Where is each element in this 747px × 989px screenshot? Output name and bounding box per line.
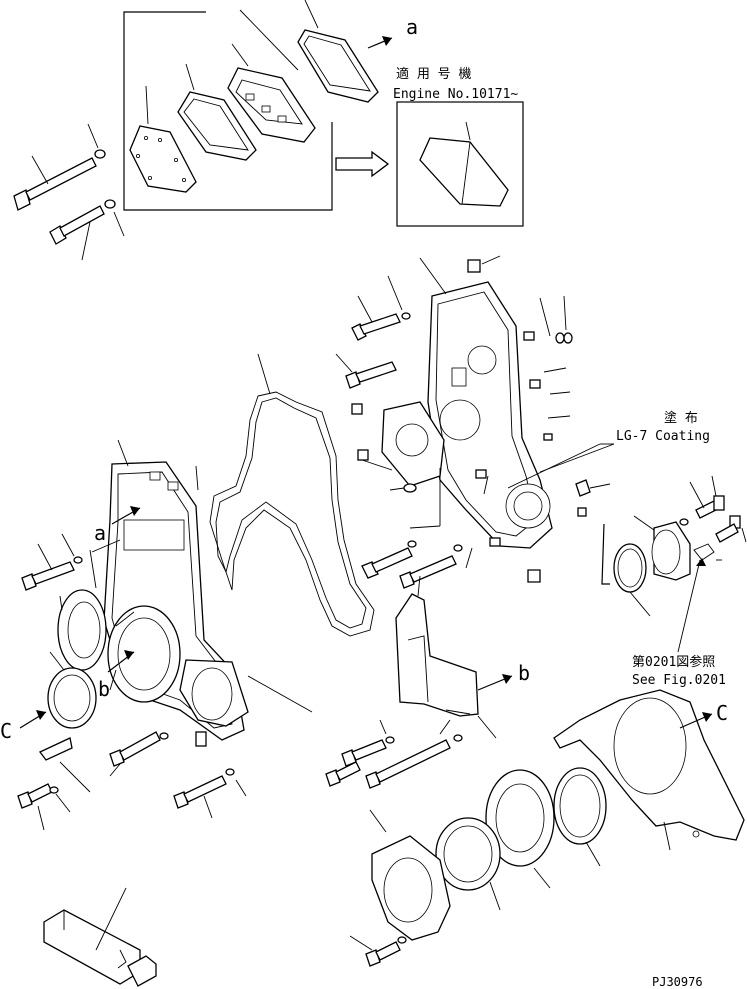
flywheel-housing: C bbox=[553, 689, 745, 851]
front-cover-dowel bbox=[195, 731, 207, 747]
ref-arrow-a-left: a bbox=[94, 506, 141, 545]
ref-arrow-b-left: b bbox=[98, 650, 135, 701]
seal-clip bbox=[677, 543, 722, 653]
applicable-engine-en: Engine No.10171~ bbox=[393, 87, 518, 102]
see-fig-en: See Fig.0201 bbox=[632, 673, 726, 688]
housing-nuts-right bbox=[475, 295, 573, 583]
housing-bolt-2 bbox=[335, 353, 397, 389]
see-fig-jp: 第0201図参照 bbox=[632, 654, 715, 670]
o-ring bbox=[613, 543, 651, 617]
support-bracket: b bbox=[395, 575, 530, 739]
ref-arrow-b-mid: b bbox=[477, 661, 530, 691]
housing-bolt-4 bbox=[399, 544, 473, 589]
seal-retainer bbox=[435, 817, 501, 911]
variant-cover bbox=[419, 121, 509, 207]
seal-bolt-1 bbox=[679, 475, 725, 526]
cover-bracket-left bbox=[38, 737, 91, 793]
bolt-ring-flange bbox=[485, 769, 555, 889]
front-cover-bolt-1 bbox=[21, 533, 83, 591]
front-cover-bolt-2 bbox=[17, 783, 71, 831]
bracket-bolt-1 bbox=[341, 719, 395, 767]
front-cover-bore bbox=[107, 605, 181, 703]
access-cover bbox=[227, 9, 316, 143]
flywheel-cover-bolt bbox=[349, 935, 407, 967]
front-cover-bolt-4 bbox=[173, 768, 247, 819]
seal-bolt-2 bbox=[715, 515, 747, 543]
cover-washer-lower bbox=[104, 199, 125, 237]
ref-letter-a-left: a bbox=[94, 521, 106, 545]
plug-top bbox=[467, 255, 501, 273]
seal-ring-large bbox=[553, 767, 607, 867]
coating-jp: 塗 布 bbox=[664, 410, 698, 426]
flywheel-cover-plate bbox=[369, 809, 451, 941]
cover-bolt-lower bbox=[49, 205, 105, 261]
coating-en: LG-7 Coating bbox=[616, 429, 710, 444]
housing-bolt-right bbox=[575, 479, 611, 517]
ref-letter-c-right: C bbox=[716, 701, 728, 725]
front-cover-flange bbox=[57, 589, 107, 671]
alignment-tool bbox=[43, 887, 157, 987]
front-cover-bolt-3 bbox=[109, 731, 169, 777]
cover-bolt-upper bbox=[13, 155, 97, 211]
cover-washer-upper bbox=[87, 123, 106, 159]
coating-callout: 塗 布 LG-7 Coating bbox=[507, 410, 710, 489]
gear-case-gasket bbox=[209, 353, 375, 637]
bracket-bolt-3 bbox=[365, 719, 463, 789]
housing-bolt-1 bbox=[351, 275, 411, 341]
ref-arrow-a-top: a bbox=[367, 15, 418, 49]
ref-letter-b-mid: b bbox=[518, 661, 530, 685]
cover-plate bbox=[129, 85, 197, 193]
applicable-engine-jp: 適 用 号 機 bbox=[396, 66, 471, 82]
housing-bolt-3 bbox=[361, 468, 441, 579]
ref-letter-a-top: a bbox=[406, 15, 418, 39]
ref-arrow-c-right: C bbox=[679, 701, 728, 729]
seal-housing bbox=[633, 515, 691, 581]
ref-letter-b-left: b bbox=[98, 677, 110, 701]
front-cover-lobe bbox=[179, 659, 249, 727]
housing-plug-small bbox=[351, 403, 417, 493]
cover-gasket-inner bbox=[177, 63, 257, 161]
ref-arrow-c-left: C bbox=[0, 710, 47, 743]
cover-gasket-outer bbox=[297, 0, 379, 103]
see-fig-callout: 第0201図参照 See Fig.0201 bbox=[632, 654, 726, 688]
engine-variant-box: 適 用 号 機 Engine No.10171~ bbox=[393, 66, 524, 227]
front-oil-seal bbox=[47, 651, 97, 729]
cover-kit-group: a bbox=[13, 0, 418, 261]
bracket-bolt-2 bbox=[325, 761, 361, 787]
arrow-to-engine-variant bbox=[335, 150, 390, 178]
drawing-number: PJ30976 bbox=[652, 975, 703, 989]
ref-letter-c-left: C bbox=[0, 719, 12, 743]
front-seal-assembly: 第0201図参照 See Fig.0201 bbox=[601, 475, 747, 688]
gear-case-housing: 塗 布 LG-7 Coating bbox=[335, 255, 710, 589]
front-cover: a b C bbox=[0, 439, 313, 747]
